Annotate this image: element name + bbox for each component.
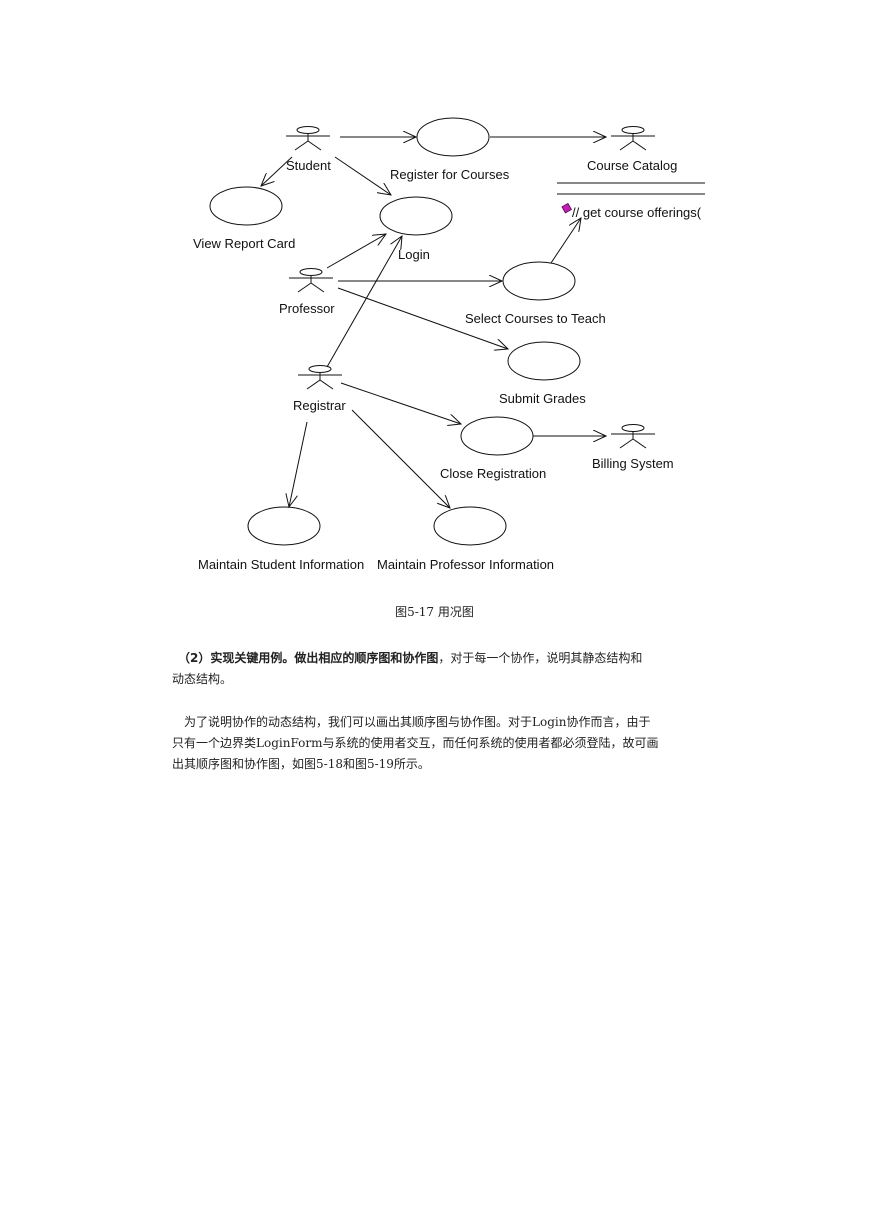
paragraph1-rest: ，对于每一个协作，说明其静态结构和 <box>438 651 643 665</box>
actor-registrar-label: Registrar <box>293 398 346 413</box>
usecase-select-courses-to-teach: Select Courses to Teach <box>465 261 606 326</box>
usecase-select-courses-to-teach-label: Select Courses to Teach <box>465 311 606 326</box>
usecase-register-for-courses-label: Register for Courses <box>390 167 510 182</box>
figure-caption: 图5-17 用况图 <box>395 605 474 619</box>
assoc-registrar-login <box>326 236 402 368</box>
paragraph1-bold: （2）实现关键用例。做出相应的顺序图和协作图 <box>184 651 439 665</box>
operation-icon <box>561 202 573 214</box>
paragraph2-line2: 只有一个边界类LoginForm与系统的使用者交互，而任何系统的使用者都必须登陆… <box>172 736 659 750</box>
usecase-view-report-card-label: View Report Card <box>193 236 295 251</box>
assoc-registrar-student-info <box>289 421 308 507</box>
usecase-close-registration-label: Close Registration <box>440 466 546 481</box>
assoc-registrar-close <box>340 382 461 424</box>
usecase-view-report-card: View Report Card <box>193 186 295 251</box>
assoc-professor-login <box>326 234 386 269</box>
usecase-login: Login <box>379 196 453 262</box>
actor-student: Student <box>285 126 331 173</box>
actor-student-label: Student <box>286 158 331 173</box>
actor-course-catalog: Course Catalog <box>587 126 677 173</box>
actor-registrar: Registrar <box>293 365 346 413</box>
usecase-maintain-student-information-label: Maintain Student Information <box>198 557 364 572</box>
actor-professor-label: Professor <box>279 301 335 316</box>
usecase-submit-grades-label: Submit Grades <box>499 391 586 406</box>
usecase-login-label: Login <box>398 247 430 262</box>
usecase-submit-grades: Submit Grades <box>499 341 586 406</box>
class-operation-label: // get course offerings( <box>572 205 702 220</box>
assoc-registrar-professor-info <box>351 409 450 508</box>
paragraph2-line3: 出其顺序图和协作图，如图5-18和图5-19所示。 <box>172 757 430 771</box>
paragraph-dynamic-structure: 为了说明协作的动态结构，我们可以画出其顺序图与协作图。对于Login协作而言，由… <box>172 712 700 775</box>
assoc-student-report <box>261 156 293 186</box>
paragraph1-line2: 动态结构。 <box>172 672 233 686</box>
actor-billing-system: Billing System <box>592 424 674 471</box>
usecase-maintain-professor-information-label: Maintain Professor Information <box>377 557 554 572</box>
assoc-student-login <box>334 156 391 195</box>
associations <box>261 137 606 508</box>
use-case-diagram: Student Course Catalog Professor Registr… <box>193 117 745 572</box>
usecase-maintain-student-information: Maintain Student Information <box>198 506 364 572</box>
paragraph2-line1: 为了说明协作的动态结构，我们可以画出其顺序图与协作图。对于Login协作而言，由… <box>172 712 700 733</box>
assoc-select-catalog <box>550 218 581 264</box>
usecase-maintain-professor-information: Maintain Professor Information <box>377 506 554 572</box>
usecase-register-for-courses: Register for Courses <box>390 117 510 182</box>
paragraph2-line1-text: 为了说明协作的动态结构，我们可以画出其顺序图与协作图。对于Login协作而言，由… <box>184 715 651 729</box>
paragraph1-line1: （2）实现关键用例。做出相应的顺序图和协作图，对于每一个协作，说明其静态结构和 <box>172 648 700 669</box>
actor-billing-system-label: Billing System <box>592 456 674 471</box>
actor-professor: Professor <box>279 268 335 316</box>
course-catalog-class-box: // get course offerings( <box>557 180 745 230</box>
paragraph-key-use-cases: （2）实现关键用例。做出相应的顺序图和协作图，对于每一个协作，说明其静态结构和 … <box>172 648 700 690</box>
actor-course-catalog-label: Course Catalog <box>587 158 677 173</box>
usecase-close-registration: Close Registration <box>440 416 546 481</box>
